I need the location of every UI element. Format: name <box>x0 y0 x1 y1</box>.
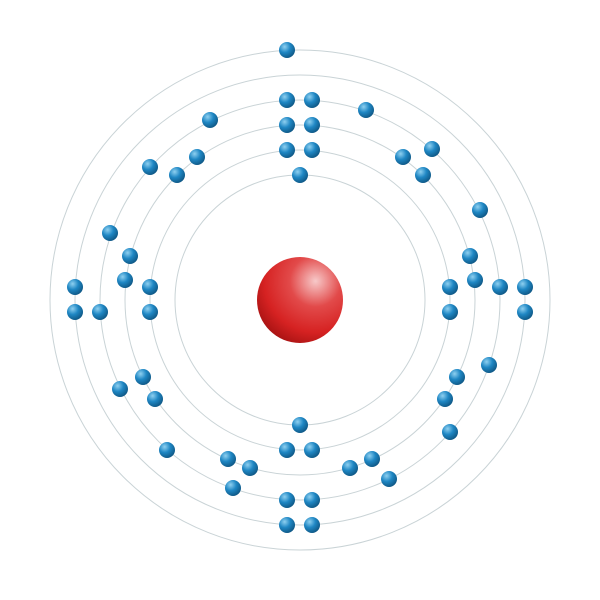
electron-icon <box>225 480 241 496</box>
electron-icon <box>292 417 308 433</box>
electron-icon <box>242 460 258 476</box>
nucleus-icon <box>257 257 343 343</box>
electron-icon <box>517 304 533 320</box>
electron-icon <box>142 304 158 320</box>
electron-icon <box>449 369 465 385</box>
electron-icon <box>92 304 108 320</box>
shell-3 <box>124 124 476 476</box>
electron-icon <box>415 167 431 183</box>
electron-icon <box>147 391 163 407</box>
electron-icon <box>381 471 397 487</box>
shell-5 <box>74 74 526 526</box>
electron-icon <box>442 304 458 320</box>
electron-icon <box>279 117 295 133</box>
electron-icon <box>279 517 295 533</box>
electron-icon <box>304 442 320 458</box>
shell-2 <box>149 149 451 451</box>
electron-icon <box>67 279 83 295</box>
electron-icon <box>358 102 374 118</box>
electron-icon <box>304 117 320 133</box>
electron-icon <box>395 149 411 165</box>
electron-icon <box>67 304 83 320</box>
electron-icon <box>467 272 483 288</box>
electrons <box>67 42 533 533</box>
electron-icon <box>481 357 497 373</box>
electron-icon <box>135 369 151 385</box>
electron-icon <box>142 159 158 175</box>
nucleus <box>257 257 343 343</box>
electron-icon <box>279 92 295 108</box>
electron-icon <box>142 279 158 295</box>
electron-icon <box>189 149 205 165</box>
electron-icon <box>424 141 440 157</box>
electron-icon <box>202 112 218 128</box>
electron-icon <box>517 279 533 295</box>
electron-icon <box>492 279 508 295</box>
electron-icon <box>437 391 453 407</box>
electron-icon <box>342 460 358 476</box>
electron-icon <box>304 517 320 533</box>
electron-icon <box>102 225 118 241</box>
electron-icon <box>279 142 295 158</box>
electron-icon <box>304 92 320 108</box>
electron-icon <box>117 272 133 288</box>
electron-icon <box>122 248 138 264</box>
electron-icon <box>279 442 295 458</box>
electron-icon <box>169 167 185 183</box>
electron-shells <box>49 49 551 551</box>
electron-icon <box>442 424 458 440</box>
electron-icon <box>462 248 478 264</box>
electron-icon <box>159 442 175 458</box>
electron-icon <box>279 492 295 508</box>
electron-icon <box>220 451 236 467</box>
electron-icon <box>442 279 458 295</box>
electron-icon <box>292 167 308 183</box>
electron-icon <box>364 451 380 467</box>
shell-4 <box>99 99 501 501</box>
electron-icon <box>279 42 295 58</box>
electron-icon <box>472 202 488 218</box>
electron-icon <box>304 492 320 508</box>
electron-icon <box>112 381 128 397</box>
electron-icon <box>304 142 320 158</box>
shell-6 <box>49 49 551 551</box>
